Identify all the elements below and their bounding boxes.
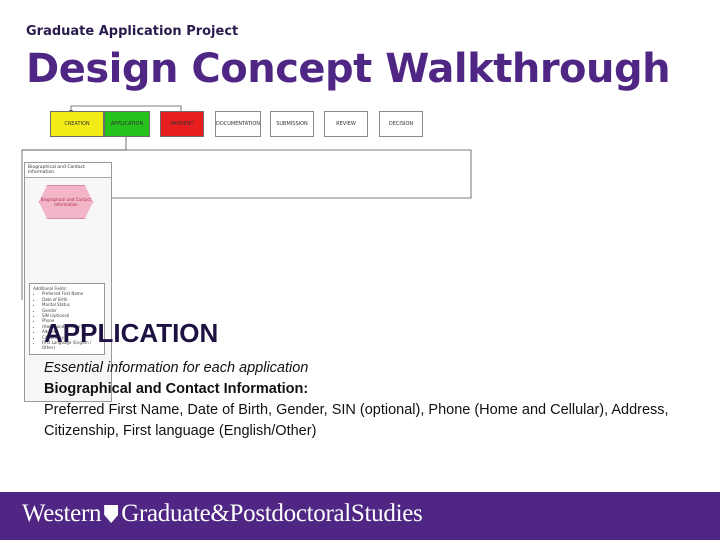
field-item: SIN (optional) [42,313,101,318]
field-item: Phone [42,318,101,323]
flow-connectors [21,105,472,300]
field-item: Gender [42,308,101,313]
fields-list: Preferred First Name Date of Birth Marit… [33,291,101,350]
section-content: Essential information for each applicati… [44,358,704,442]
footer-banner: Western Graduate&PostdoctoralStudies [0,492,720,540]
slide-subtitle: Graduate Application Project [26,24,239,39]
fields-title: Additional Fields: [33,286,68,291]
field-item: Date of Birth [42,297,101,302]
slide-title: Design Concept Walkthrough [26,46,671,92]
stage-creation: CREATION [50,111,104,137]
stage-submission: SUBMISSION [270,111,314,137]
stage-decision: DECISION [379,111,423,137]
field-item: Marital Status [42,302,101,307]
crest-icon [104,505,119,523]
intro-text: Essential information for each applicati… [44,360,309,376]
field-item: Preferred First Name [42,291,101,296]
stage-application: APPLICATION [104,111,150,137]
additional-fields-box: Additional Fields: Preferred First Name … [29,283,105,355]
field-item: Address [42,329,101,334]
footer-western: Western [22,500,102,527]
field-item: (Home and Cellular) [42,324,101,329]
biographical-panel: Biographical and Contact Information Bio… [24,162,112,402]
stage-review: REVIEW [324,111,368,137]
stage-documentation: DOCUMENTATION [215,111,261,137]
section-body: Preferred First Name, Date of Birth, Gen… [44,402,669,439]
footer-department: Graduate&PostdoctoralStudies [121,500,423,527]
footer-logo: Western Graduate&PostdoctoralStudies [22,500,423,528]
field-item: First Language (English / Other) [42,340,101,351]
process-flow-diagram: CREATION APPLICATION PAYMENT DOCUMENTATI… [16,100,486,402]
section-heading: APPLICATION [44,318,219,348]
section-title: Biographical and Contact Information: [44,381,309,397]
biographical-hexagon: Biographical and Contact Information [39,185,93,219]
stage-payment: PAYMENT [160,111,204,137]
field-item: Citizenship [42,335,101,340]
panel-title: Biographical and Contact Information [25,163,111,178]
